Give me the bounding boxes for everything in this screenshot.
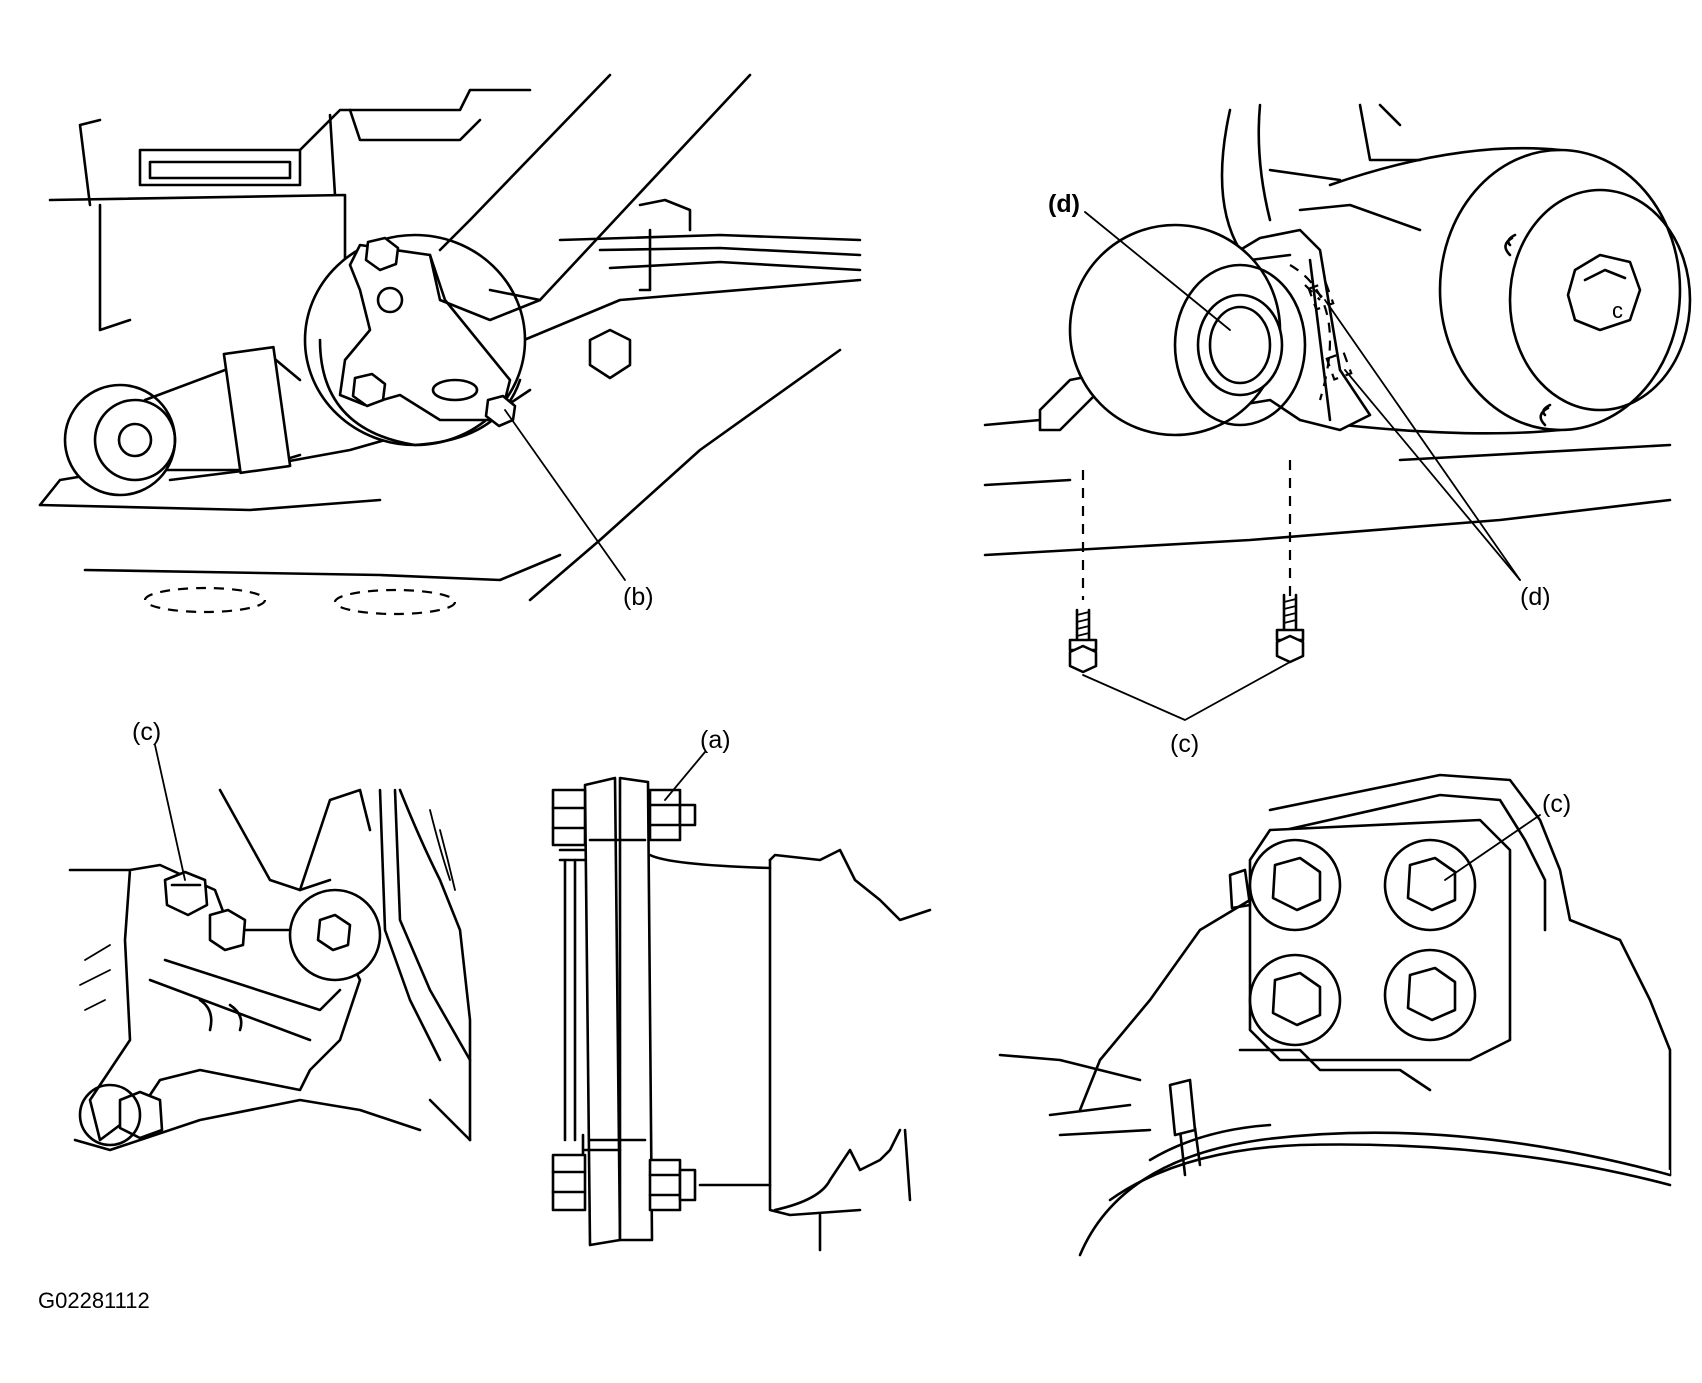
label-a: (a) (700, 726, 731, 754)
label-b: (b) (623, 583, 654, 611)
label-d-right: (d) (1520, 583, 1551, 611)
panel-top-left: (b) (38, 73, 862, 616)
label-c-top-right: (c) (1170, 730, 1199, 758)
panel-top-right: c (c) (d) (d) (983, 103, 1692, 758)
panel-bottom-left: (c) (68, 718, 472, 1152)
panel-bottom-right: (c) (998, 773, 1672, 1260)
label-c-bottom-left: (c) (132, 718, 161, 746)
svg-text:c: c (1612, 298, 1623, 323)
figure-code: G02281112 (38, 1288, 150, 1313)
label-d-top: (d) (1048, 190, 1080, 218)
label-c-bottom-right: (c) (1542, 790, 1571, 818)
panel-bottom-center: (a) (551, 726, 932, 1252)
